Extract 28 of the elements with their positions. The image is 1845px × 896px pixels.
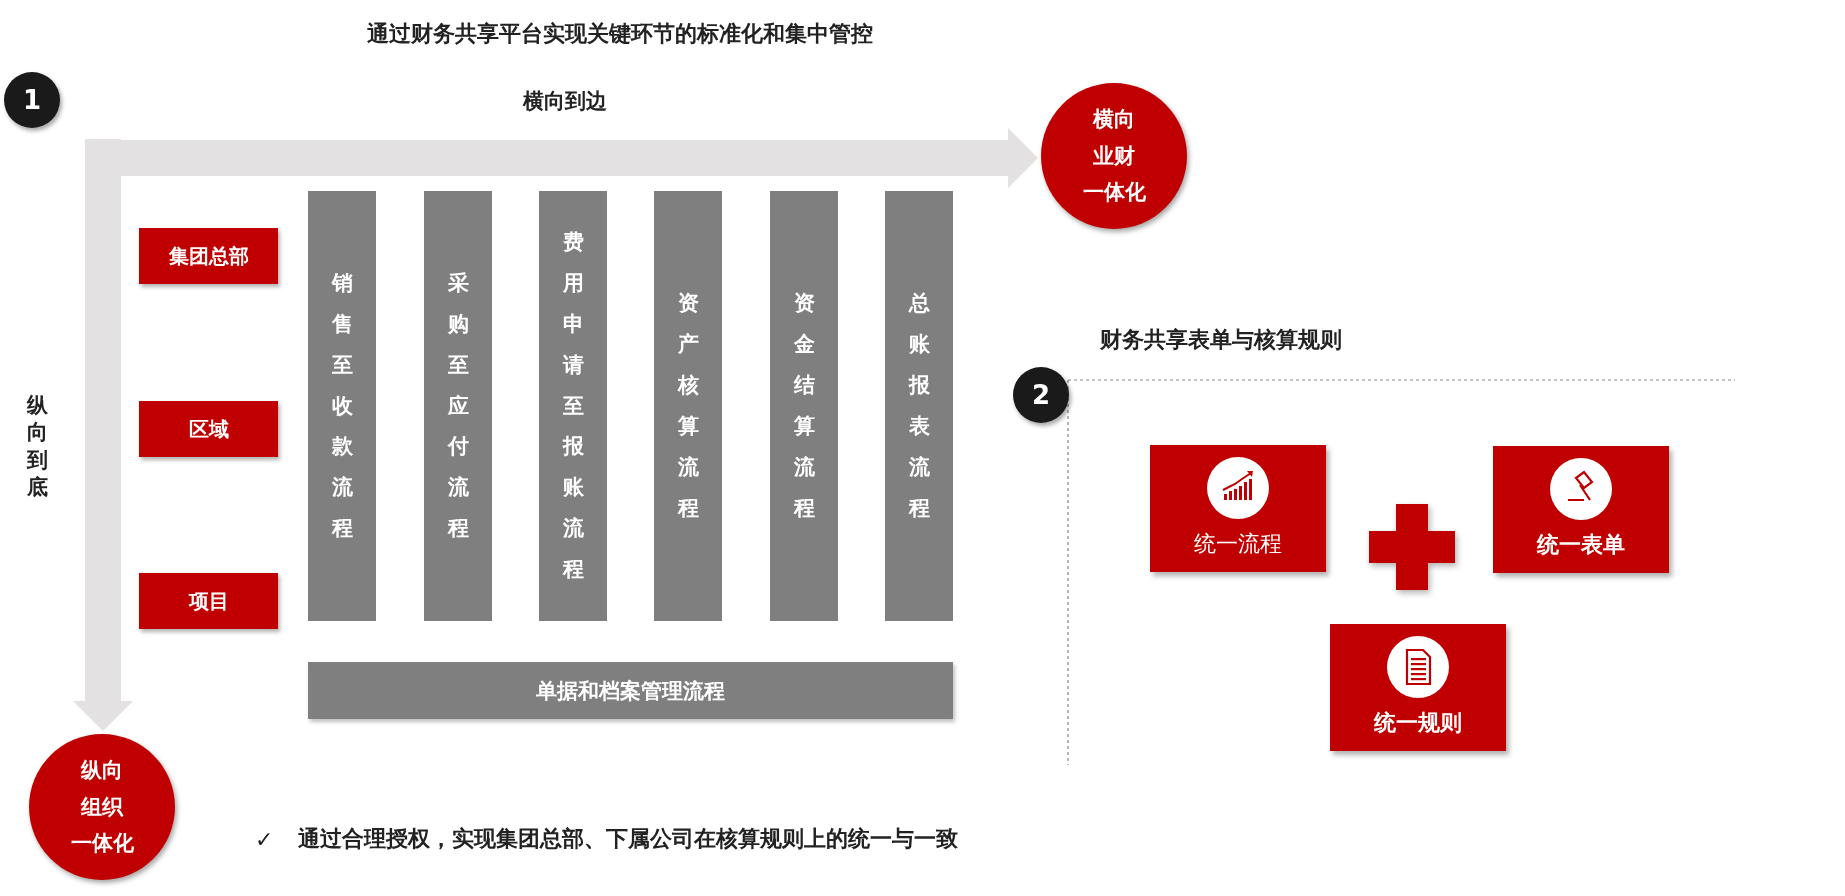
result-circle: 横向业财一体化 (1041, 83, 1187, 229)
process-column: 销售至收款流程 (308, 191, 376, 621)
plus-sign (1369, 504, 1455, 590)
number-badge: 1 (4, 72, 60, 128)
check-mark-icon: ✓ (255, 822, 285, 856)
feature-card (1150, 445, 1326, 572)
edge-label: 纵向到底 (27, 392, 48, 501)
process-bar: 单据和档案管理流程 (308, 662, 953, 719)
level-box: 集团总部 (139, 228, 278, 284)
feature-card (1493, 446, 1669, 573)
card-label: 统一流程 (1193, 530, 1283, 558)
arrow (73, 139, 133, 731)
result-circle: 纵向组织一体化 (29, 734, 175, 880)
title: 通过财务共享平台实现关键环节的标准化和集中管控 (366, 20, 874, 48)
section-heading: 财务共享表单与核算规则 (1100, 326, 1343, 354)
feature-card (1330, 624, 1506, 751)
level-box: 区域 (139, 401, 278, 457)
edge-label: 横向到边 (521, 88, 608, 115)
process-column: 费用申请至报账流程 (539, 191, 607, 621)
process-column: 总账报表流程 (885, 191, 953, 621)
process-column: 资产核算流程 (654, 191, 722, 621)
process-column: 资金结算流程 (770, 191, 838, 621)
process-column: 采购至应付流程 (424, 191, 492, 621)
note-text: 通过合理授权，实现集团总部、下属公司在核算规则上的统一与一致 (298, 825, 959, 853)
card-label: 统一表单 (1535, 531, 1626, 559)
level-box: 项目 (139, 573, 278, 629)
number-badge: 2 (1013, 367, 1069, 423)
card-label: 统一规则 (1372, 709, 1463, 737)
